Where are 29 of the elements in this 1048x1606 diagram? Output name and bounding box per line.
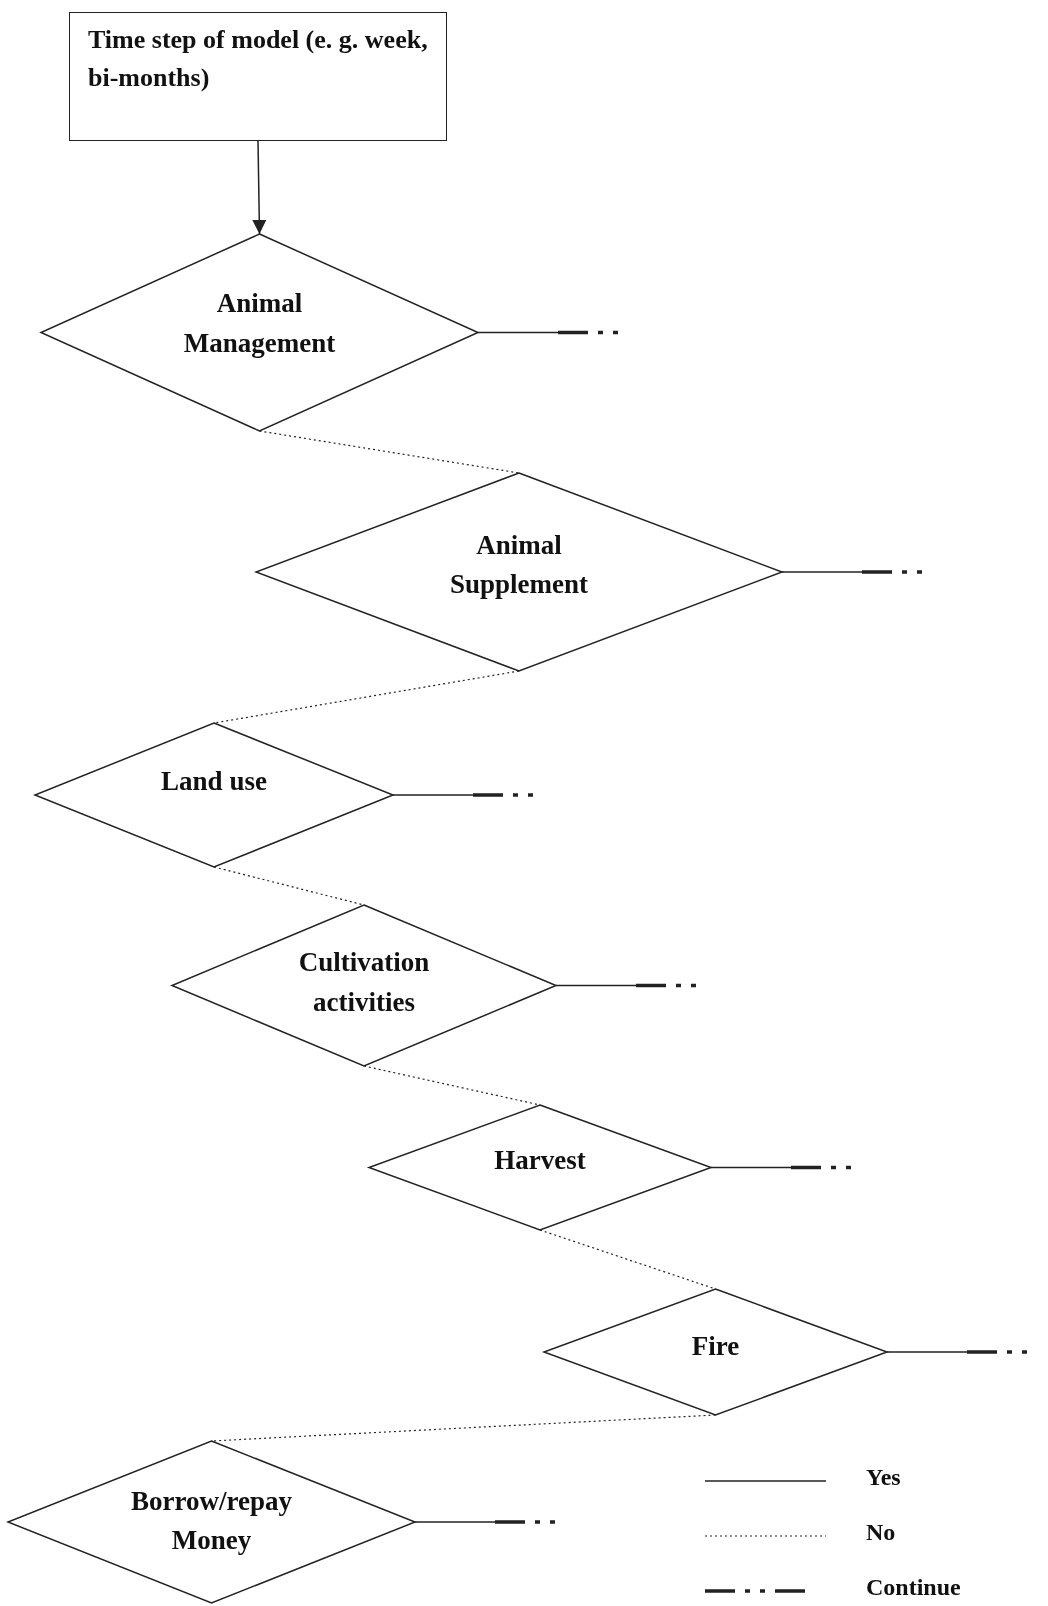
decision-diamond (256, 473, 782, 671)
arrow (252, 140, 267, 235)
yes-line (392, 794, 474, 796)
node-label: Animal Management (182, 287, 337, 360)
node-label: Time step of model (e. g. week, bi-months) (88, 24, 428, 94)
node-label: Fire (691, 1330, 740, 1364)
yes-line (781, 571, 863, 573)
node-label: Cultivation activities (297, 946, 431, 1019)
node-label: Harvest (494, 1143, 586, 1177)
yes-line (886, 1351, 968, 1353)
yes-line (710, 1166, 792, 1169)
dotted-line (258, 430, 520, 474)
decision-diamond (35, 723, 393, 867)
legend-label: Yes (866, 1464, 901, 1491)
node-label: Land use (161, 765, 267, 799)
decision-diamond (172, 905, 556, 1066)
decision-diamond (41, 234, 478, 431)
decision-diamond (544, 1289, 887, 1415)
dotted-line (213, 670, 520, 724)
process-box (69, 12, 447, 141)
yes-line (414, 1521, 496, 1523)
yes-line (477, 331, 559, 334)
node-label: Borrow/repay Money (130, 1484, 293, 1557)
legend-label: No (866, 1519, 896, 1546)
legend-label: Continue (866, 1574, 961, 1601)
decision-diamond (369, 1105, 711, 1230)
node-label: Animal Supplement (448, 528, 589, 601)
decision-diamond (8, 1441, 415, 1603)
yes-line (555, 984, 637, 987)
